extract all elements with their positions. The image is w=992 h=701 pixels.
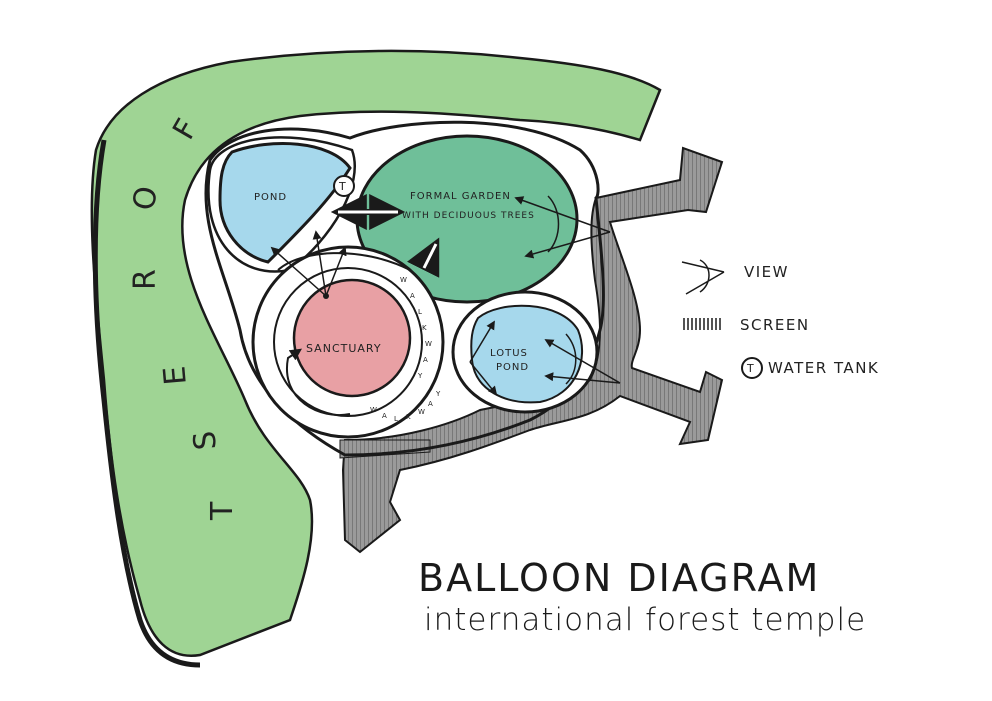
sanctuary-zone — [292, 278, 412, 398]
view-cone — [514, 196, 611, 233]
forest-letter: S — [187, 429, 224, 451]
walkway-letter: Y — [435, 390, 441, 398]
walkway-letter: A — [382, 412, 387, 420]
forest-letter: R — [128, 269, 163, 290]
walkway-letter: W — [370, 406, 377, 414]
lotus-pond-label: LOTUS — [490, 348, 528, 359]
water-tank-symbol: T — [338, 180, 346, 193]
view-cone — [524, 231, 611, 259]
forest-edge-line — [92, 139, 201, 668]
forest-letter: E — [157, 364, 194, 386]
walkway-letter: L — [394, 415, 398, 423]
paved-path — [341, 146, 724, 554]
walkway-letter: A — [428, 400, 433, 408]
view-arrow — [312, 230, 327, 297]
lotus-pond-zone — [470, 304, 583, 404]
walkway-letter: L — [418, 308, 422, 316]
legend-water-tank-label: WATER TANK — [768, 359, 879, 377]
view-legend-icon — [681, 259, 725, 295]
formal-garden-label: WITH DECIDUOUS TREES — [402, 211, 535, 221]
view-arrow — [270, 246, 327, 297]
view-cone — [544, 339, 621, 384]
diagram-subtitle: international forest temple — [424, 602, 867, 638]
view-cone — [544, 372, 621, 384]
diagram-title: BALLOON DIAGRAM — [418, 556, 821, 600]
view-cone — [469, 320, 495, 363]
screen-legend-icon — [683, 318, 721, 330]
walkway-letter: K — [422, 324, 427, 332]
view-arrow — [325, 246, 347, 297]
pond-zone — [218, 142, 352, 264]
forest-letter: T — [205, 501, 240, 521]
walkway-inner-ring — [273, 267, 423, 417]
walkway-letter: K — [406, 413, 411, 421]
formal-garden-label: FORMAL GARDEN — [410, 191, 511, 202]
lotus-pond-label: POND — [496, 362, 529, 373]
walkway-letter: A — [410, 292, 415, 300]
water-tank-icon — [333, 175, 355, 197]
forest-zone — [90, 49, 662, 658]
sanctuary-label: SANCTUARY — [306, 342, 382, 355]
walkway-letter: W — [425, 340, 432, 348]
legend-water-tank-symbol: T — [746, 362, 754, 375]
legend-view-label: VIEW — [744, 263, 789, 281]
walkway-letter: Y — [417, 372, 423, 380]
walkway-letter: W — [418, 408, 425, 416]
walkway-letter: W — [400, 276, 407, 284]
legend: VIEW SCREEN T WATER TANK — [681, 259, 879, 379]
view-cone — [469, 361, 498, 396]
pond-label: POND — [254, 192, 287, 203]
walkway-letter: A — [423, 356, 428, 364]
walkway-arc — [277, 252, 411, 271]
legend-screen-label: SCREEN — [740, 316, 810, 334]
sanctuary-walkway-arrow — [285, 348, 351, 416]
water-tank-legend-icon — [741, 357, 763, 379]
